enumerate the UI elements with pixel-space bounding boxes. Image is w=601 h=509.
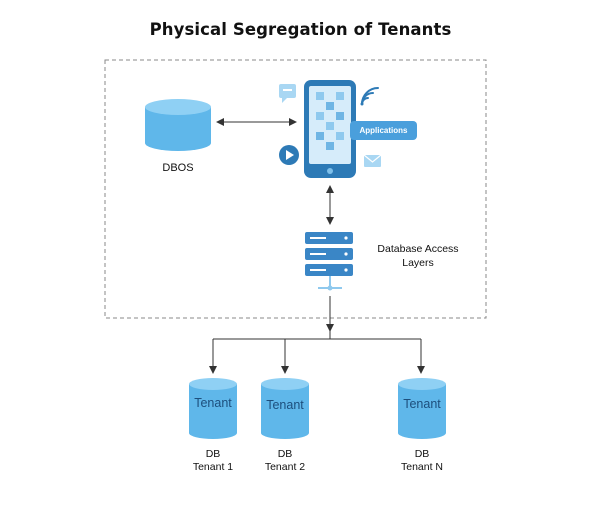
tenant-1-caption-line2: Tenant 1 — [192, 461, 234, 473]
server-stack-icon — [305, 232, 353, 291]
tenant-1-cylinder-label: Tenant — [194, 396, 232, 410]
applications-bar — [350, 121, 417, 140]
dbos-database-icon — [145, 99, 211, 151]
tenant-n-database-icon — [398, 378, 446, 439]
tenant-2-caption-line2: Tenant 2 — [264, 461, 306, 473]
tenant-2-database-icon — [261, 378, 309, 439]
tenant-n-caption-line1: DB — [414, 448, 430, 460]
tenant-n-cylinder-label: Tenant — [403, 397, 441, 411]
tenant-2-caption-line1: DB — [277, 448, 293, 460]
tenant-n-caption-line2: Tenant N — [400, 461, 444, 473]
play-button-icon — [279, 145, 299, 165]
database-access-layers-label-line2: Layers — [402, 257, 434, 269]
tenant-2-cylinder-label: Tenant — [266, 398, 304, 412]
applications-label: Applications — [359, 126, 408, 135]
dbos-label: DBOS — [162, 162, 194, 174]
tenant-1-database-icon — [189, 378, 237, 439]
tenant-1-caption-line1: DB — [205, 448, 221, 460]
system-boundary — [104, 59, 487, 319]
diagram-title: Physical Segregation of Tenants — [149, 20, 452, 39]
wifi-icon — [360, 87, 379, 106]
database-access-layers-label-line1: Database Access — [377, 243, 459, 255]
mobile-phone-icon — [304, 80, 356, 178]
chat-bubble-icon — [279, 84, 296, 103]
envelope-icon — [363, 154, 382, 167]
